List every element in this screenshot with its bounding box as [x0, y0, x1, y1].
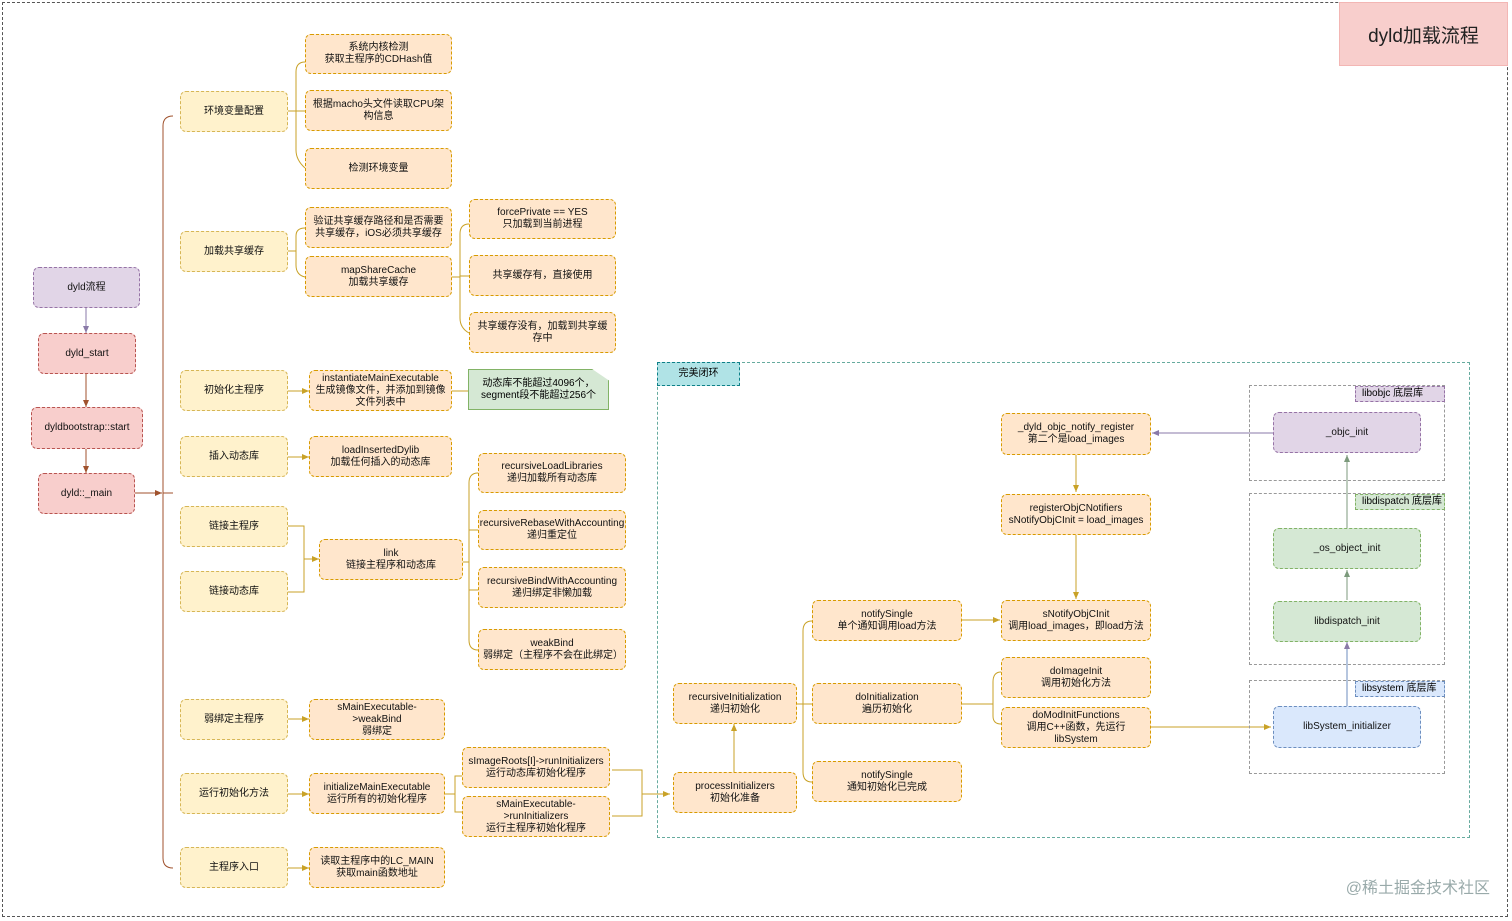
env-check-env: 检测环境变量	[305, 148, 452, 189]
libobjc-label: libobjc 底层库	[1355, 386, 1445, 402]
step-run-init: 运行初始化方法	[180, 773, 288, 814]
env-kernel-check: 系统内核检测 获取主程序的CDHash值	[305, 34, 452, 74]
loop-notify-single-done: notifySingle 通知初始化已完成	[812, 761, 962, 802]
loop-recursive-initialization: recursiveInitialization 递归初始化	[673, 683, 797, 724]
perfect-loop-group	[657, 362, 1470, 838]
libsystem-label: libsystem 底层库	[1355, 681, 1445, 697]
loop-do-initialization: doInitialization 遍历初始化	[812, 683, 962, 724]
loop-snotify-objc-init: sNotifyObjCInit 调用load_images，即load方法	[1001, 600, 1151, 641]
dyldbootstrap-start-node: dyldbootstrap::start	[31, 407, 143, 449]
cache-map: mapShareCache 加载共享缓存	[305, 256, 452, 297]
entry-read-lc-main: 读取主程序中的LC_MAIN 获取main函数地址	[309, 847, 445, 888]
step-load-shared-cache: 加载共享缓存	[180, 231, 288, 272]
step-link-dylib: 链接动态库	[180, 571, 288, 612]
insert-load-inserted: loadInsertedDylib 加载任何插入的动态库	[309, 436, 452, 477]
link-weak-bind: weakBind 弱绑定（主程序不会在此绑定）	[478, 629, 626, 670]
libobjc-group	[1249, 385, 1445, 481]
libdispatch-label: libdispatch 底层库	[1355, 494, 1445, 510]
run-initialize-main: initializeMainExecutable 运行所有的初始化程序	[309, 773, 445, 814]
dyld-start-node: dyld_start	[38, 333, 136, 374]
step-link-main: 链接主程序	[180, 506, 288, 547]
loop-do-mod-init: doModInitFunctions 调用C++函数，先运行libSystem	[1001, 707, 1151, 748]
loop-notify-register: _dyld_objc_notify_register 第二个是load_imag…	[1001, 413, 1151, 455]
step-env-config: 环境变量配置	[180, 91, 288, 132]
step-insert-dylib: 插入动态库	[180, 436, 288, 477]
link-bind: recursiveBindWithAccounting 递归绑定非懒加载	[478, 567, 626, 608]
dyld-main-node: dyld::_main	[38, 473, 135, 514]
init-instantiate: instantiateMainExecutable 生成镜像文件，并添加到镜像文…	[309, 370, 452, 411]
loop-process-initializers: processInitializers 初始化准备	[673, 772, 797, 813]
libdispatch-group	[1249, 493, 1445, 665]
run-main-executable: sMainExecutable->runInitializers 运行主程序初始…	[462, 796, 610, 837]
env-read-cpu: 根据macho头文件读取CPU架构信息	[305, 90, 452, 131]
lib-libsystem-initializer: libSystem_initializer	[1273, 706, 1421, 748]
step-init-main: 初始化主程序	[180, 370, 288, 411]
link-recursive-load: recursiveLoadLibraries 递归加载所有动态库	[478, 453, 626, 493]
loop-register-notifiers: registerObjCNotifiers sNotifyObjCInit = …	[1001, 494, 1151, 535]
cache-verify: 验证共享缓存路径和是否需要共享缓存，iOS必须共享缓存	[305, 207, 452, 248]
step-main-entry: 主程序入口	[180, 847, 288, 888]
cache-force-private: forcePrivate == YES 只加载到当前进程	[469, 199, 616, 239]
link-rebase: recursiveRebaseWithAccounting 递归重定位	[478, 510, 626, 550]
diagram-title: dyld加载流程	[1339, 2, 1508, 66]
dyld-flow-node: dyld流程	[33, 267, 140, 308]
limit-note: 动态库不能超过4096个， segment段不能超过256个	[468, 369, 609, 410]
lib-objc-init: _objc_init	[1273, 412, 1421, 453]
libsystem-group	[1249, 680, 1445, 774]
run-image-roots: sImageRoots[I]->runInitializers 运行动态库初始化…	[462, 747, 610, 788]
weak-main-bind: sMainExecutable->weakBind 弱绑定	[309, 699, 445, 740]
link-node: link 链接主程序和动态库	[319, 539, 463, 580]
watermark: @稀土掘金技术社区	[1345, 880, 1490, 897]
lib-os-object-init: _os_object_init	[1273, 528, 1421, 569]
loop-do-image-init: doImageInit 调用初始化方法	[1001, 657, 1151, 698]
cache-has-cache: 共享缓存有，直接使用	[469, 255, 616, 296]
cache-no-cache: 共享缓存没有，加载到共享缓存中	[469, 312, 616, 353]
step-weak-bind-main: 弱绑定主程序	[180, 699, 288, 740]
perfect-loop-label: 完美闭环	[657, 362, 740, 386]
loop-notify-single-each: notifySingle 单个通知调用load方法	[812, 600, 962, 641]
lib-libdispatch-init: libdispatch_init	[1273, 601, 1421, 642]
